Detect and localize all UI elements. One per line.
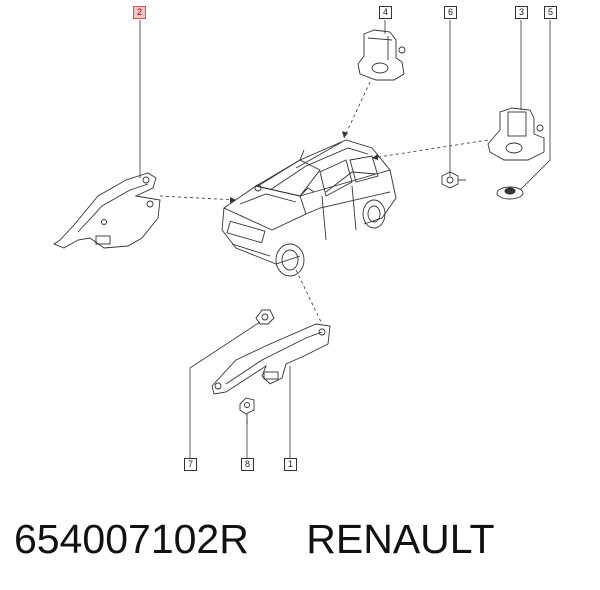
part-number: 654007102R [14,516,249,562]
dashed-connection-lines [159,81,489,325]
brand-name: RENAULT [306,516,495,562]
callout-5[interactable]: 5 [544,6,557,19]
callout-3[interactable]: 3 [515,6,528,19]
callout-2[interactable]: 2 [133,6,146,19]
bolt-part-6[interactable] [441,171,466,189]
hinge-arm-part-1[interactable] [211,323,331,395]
leader-lines [139,20,551,458]
hinge-part-2[interactable] [53,172,161,249]
hinge-part-3[interactable] [487,107,545,161]
callout-6[interactable]: 6 [444,6,457,19]
parts-diagram [53,20,551,458]
hinge-part-4[interactable] [357,29,406,81]
callout-1[interactable]: 1 [284,458,297,471]
car-illustration [221,139,397,277]
callout-8[interactable]: 8 [241,458,254,471]
washer-part-5[interactable] [496,186,524,200]
screw-part-7[interactable] [255,309,275,325]
callout-4[interactable]: 4 [379,6,392,19]
part-caption: 654007102R RENAULT [14,516,495,572]
callout-7[interactable]: 7 [184,458,197,471]
